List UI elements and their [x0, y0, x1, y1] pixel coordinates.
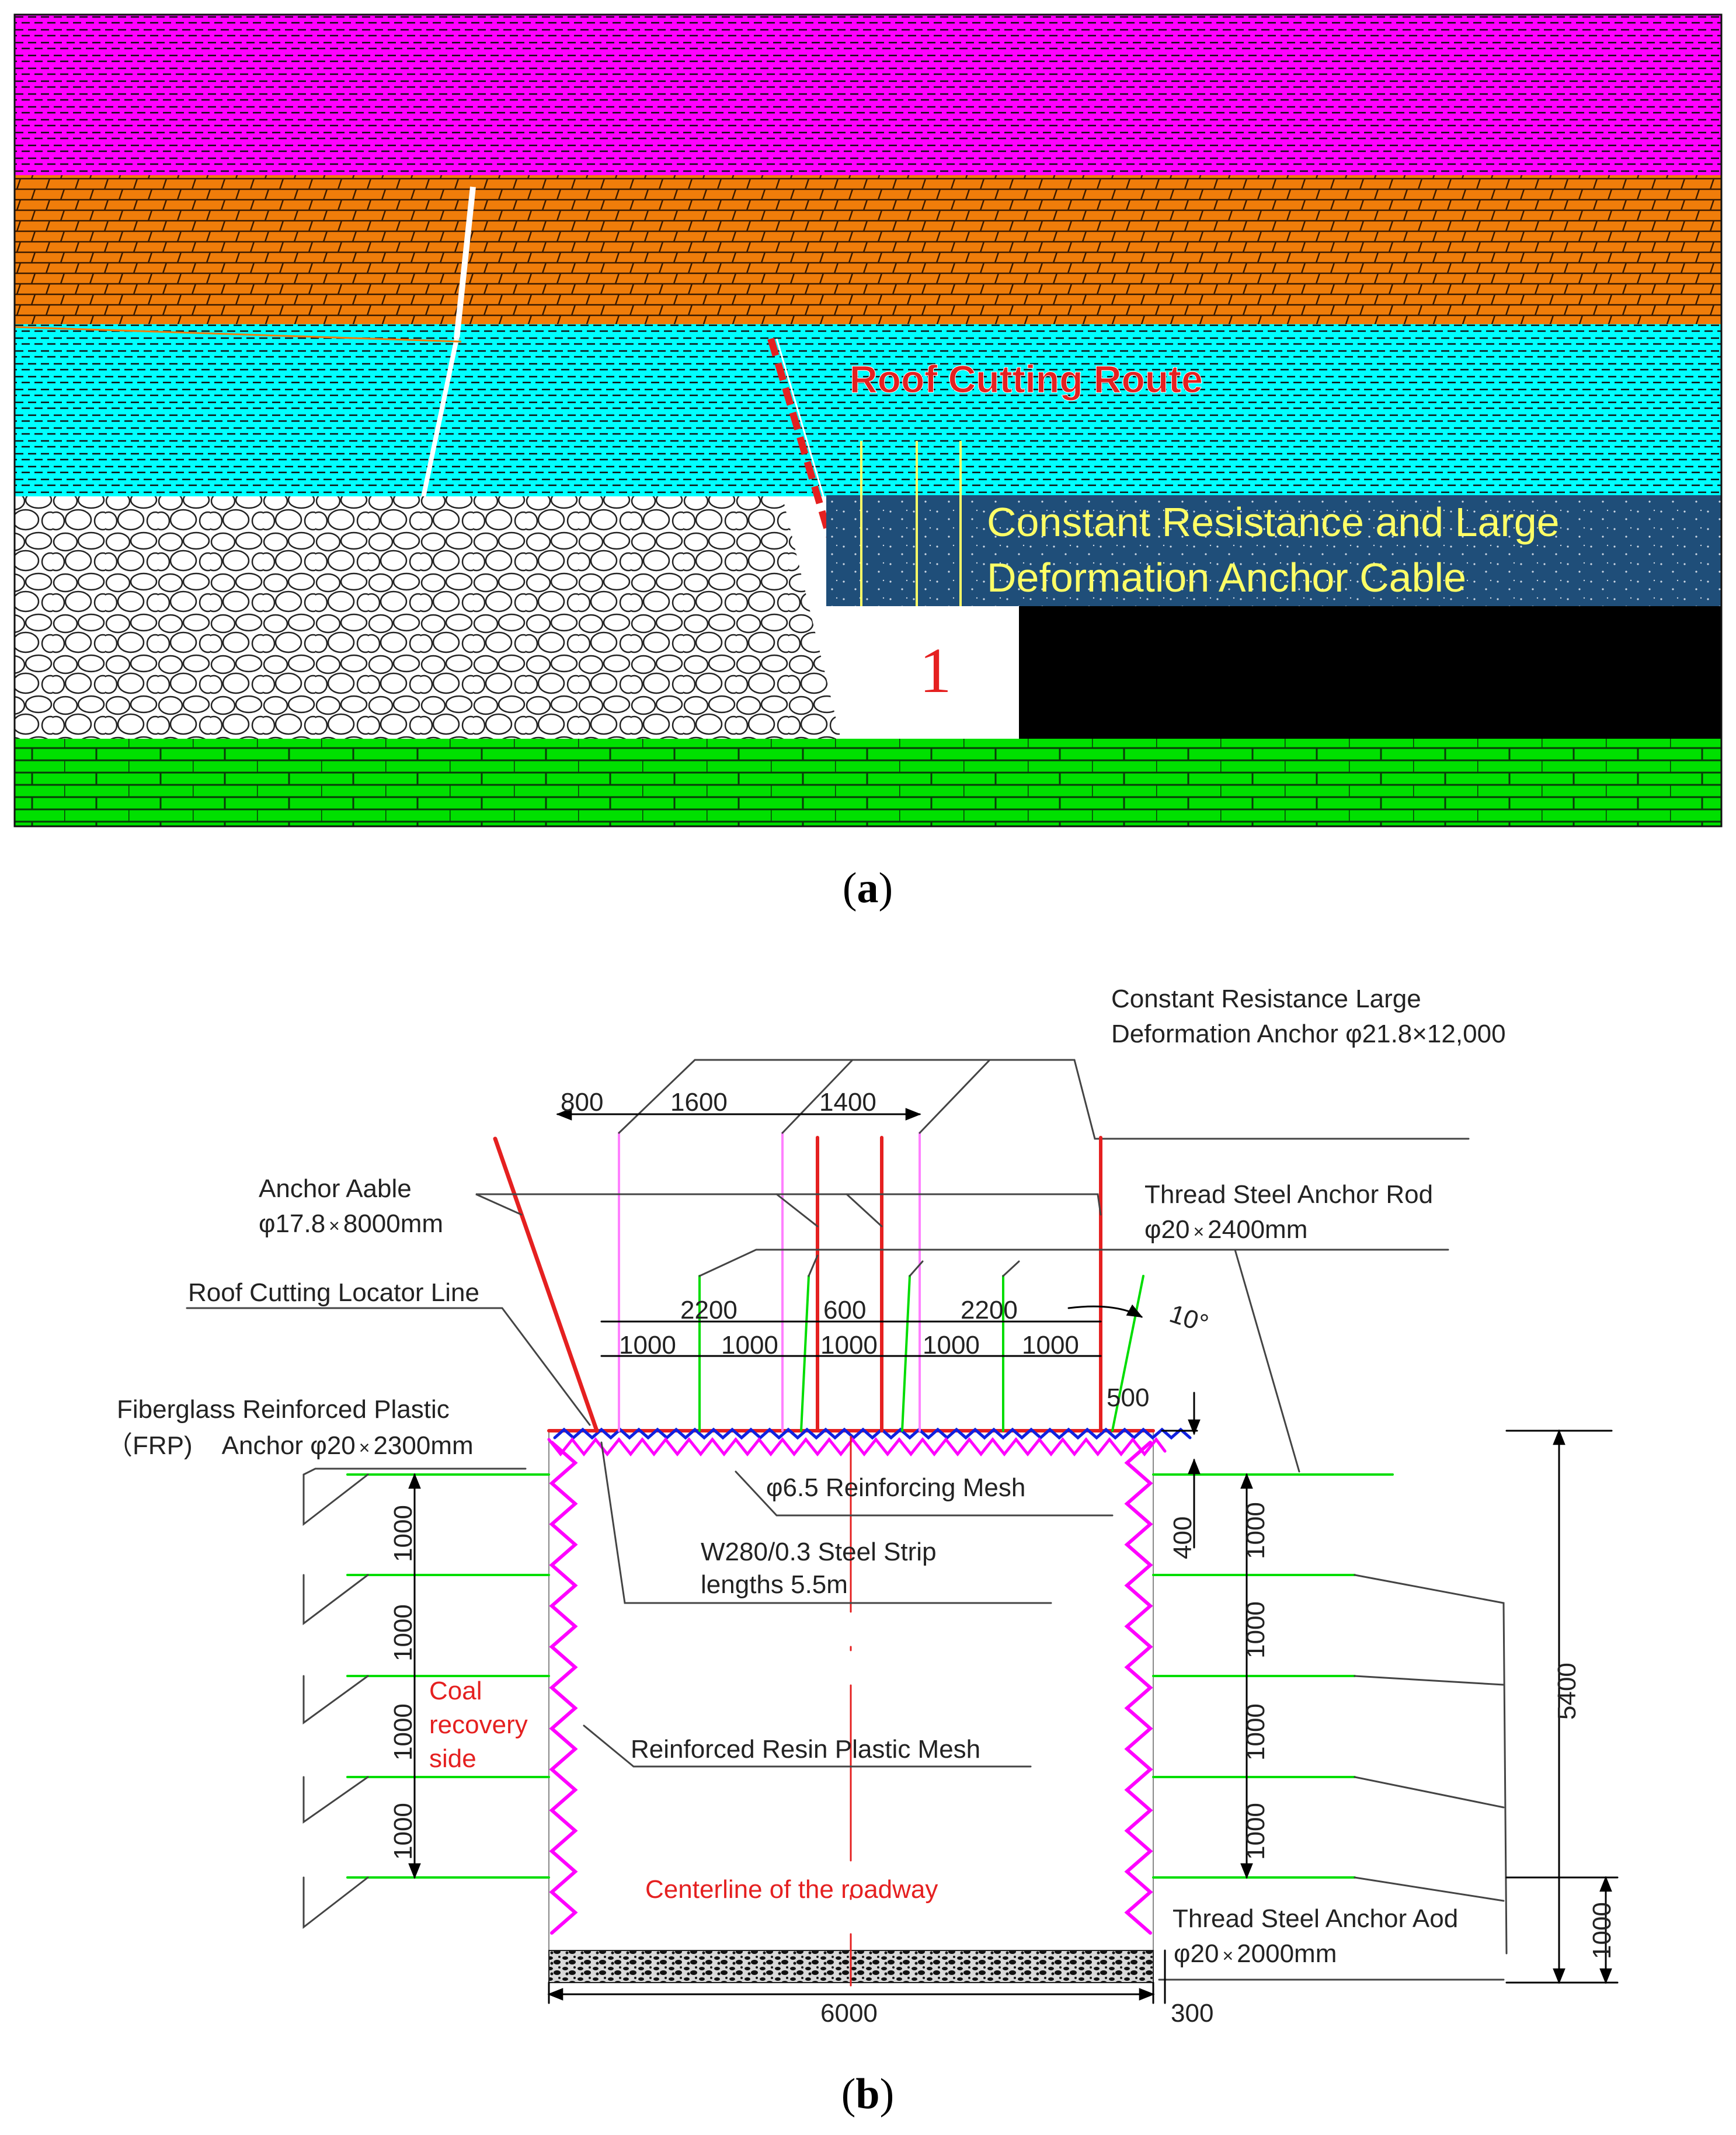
dim-600: 600 [823, 1296, 866, 1324]
anchor-cable-label-2: φ17.8×8000mm [259, 1209, 443, 1238]
dim-1000-right: 1000 [1588, 1902, 1616, 1959]
dim-800: 800 [561, 1088, 603, 1117]
dim-1000-a: 1000 [619, 1331, 676, 1359]
dim-1000-b: 1000 [721, 1331, 778, 1359]
panel-b-section [186, 1059, 1619, 2004]
anchor-cable-label-line1: Constant Resistance and Large [987, 499, 1560, 545]
dim-right-1000-2: 1000 [1241, 1601, 1270, 1658]
panel-b-text: Constant Resistance Large Deformation An… [107, 985, 1616, 2028]
panel-a-section: Roof Cutting Route Constant Resistance a… [13, 13, 1723, 827]
resin-mesh-left [549, 1441, 578, 1935]
floor-rod-label-1: Thread Steel Anchor Aod [1173, 1904, 1458, 1933]
coal-seam [1019, 606, 1721, 739]
dim-2200-left: 2200 [680, 1296, 737, 1324]
roof-cutting-route-label: Roof Cutting Route [850, 357, 1203, 401]
anchor-cable-label-1: Anchor Aable [259, 1174, 412, 1203]
anchor-cable-label-line2: Deformation Anchor Cable [987, 555, 1466, 600]
goaf-rubble [15, 496, 841, 739]
dim-400: 400 [1168, 1517, 1197, 1559]
coal-side-label-1: Coal [429, 1677, 482, 1705]
fracture-line [454, 186, 476, 339]
strip-label-1: W280/0.3 Steel Strip [701, 1538, 937, 1566]
dim-1000-d: 1000 [923, 1331, 980, 1359]
thread-rod-label-1: Thread Steel Anchor Rod [1144, 1180, 1433, 1209]
resin-mesh-roof [547, 1437, 1167, 1457]
dim-left-1000-3: 1000 [389, 1703, 418, 1761]
resin-mesh-right [1124, 1441, 1153, 1935]
dim-1000-e: 1000 [1022, 1331, 1079, 1359]
roadway-number: 1 [920, 635, 952, 706]
dim-300: 300 [1171, 1999, 1213, 2028]
dim-1400: 1400 [819, 1088, 876, 1117]
dim-5400: 5400 [1553, 1663, 1581, 1720]
dim-6000: 6000 [820, 1999, 878, 2028]
dim-right-1000-4: 1000 [1241, 1803, 1270, 1860]
coal-side-label-2: recovery [429, 1710, 528, 1739]
dim-right-1000-1: 1000 [1241, 1502, 1270, 1559]
caption-b: (b) [841, 2070, 894, 2118]
centerline-label: Centerline of the roadway [645, 1875, 938, 1904]
crld-anchor-label-2: Deformation Anchor φ21.8×12,000 [1111, 1020, 1506, 1048]
dim-right-1000-3: 1000 [1241, 1703, 1270, 1761]
dim-left-1000-2: 1000 [389, 1604, 418, 1661]
locator-line-label: Roof Cutting Locator Line [188, 1278, 479, 1307]
frp-label-1: Fiberglass Reinforced Plastic [117, 1395, 450, 1424]
dim-left-1000-4: 1000 [389, 1803, 418, 1860]
anchor-cable-inclined [493, 1136, 599, 1433]
coal-side-label-3: side [429, 1744, 476, 1773]
thread-rod-label-2: φ20×2400mm [1144, 1215, 1307, 1244]
strip-label-2: lengths 5.5m [701, 1570, 848, 1599]
dim-1000-c: 1000 [820, 1331, 878, 1359]
reinforcing-mesh-blue [553, 1427, 1192, 1440]
dim-500: 500 [1107, 1383, 1149, 1412]
roof-cutting-line [767, 338, 853, 606]
dim-left-1000-1: 1000 [389, 1505, 418, 1562]
dim-2200-right: 2200 [961, 1296, 1018, 1324]
angle-label: 10° [1166, 1299, 1212, 1338]
frp-label-2: （FRP)Anchor φ20×2300mm [107, 1431, 474, 1460]
roadway-opening [853, 606, 1019, 739]
frp-anchor [800, 1275, 810, 1432]
floor-rod-label-2: φ20×2000mm [1174, 1939, 1337, 1968]
frp-anchor [901, 1275, 911, 1432]
frp-anchor [1111, 1275, 1144, 1432]
dim-1600: 1600 [670, 1088, 728, 1117]
mesh-label: φ6.5 Reinforcing Mesh [766, 1473, 1025, 1502]
crld-anchor-label-1: Constant Resistance Large [1111, 985, 1421, 1013]
resin-mesh-label: Reinforced Resin Plastic Mesh [631, 1735, 980, 1764]
caption-a: (a) [843, 864, 893, 912]
